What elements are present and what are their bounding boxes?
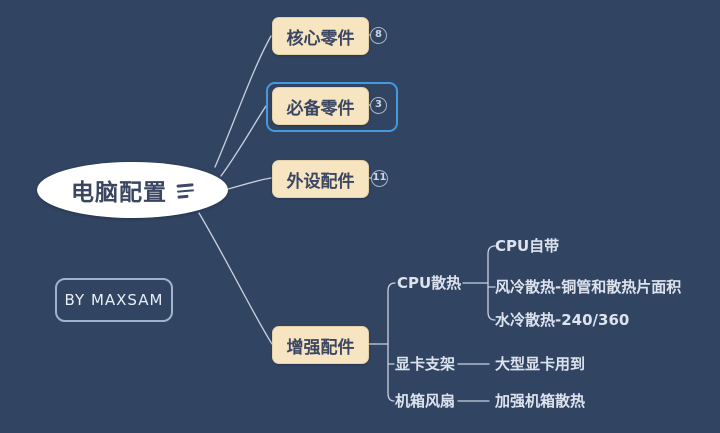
connector-central-must xyxy=(220,105,267,177)
central-topic-label: 电脑配置 xyxy=(71,180,167,206)
topic-air-cooling[interactable]: 风冷散热-铜管和散热片面积 xyxy=(495,278,682,296)
connector-central-enhance xyxy=(198,212,273,345)
floating-topic-author-label: BY MAXSAM xyxy=(64,291,164,309)
topic-peripheral-parts-label: 外设配件 xyxy=(286,171,355,192)
collapse-badge-peripheral[interactable]: 11 xyxy=(371,170,388,187)
topic-case-fan[interactable]: 机箱风扇 xyxy=(395,392,456,410)
connector-central-core xyxy=(214,35,272,168)
floating-topic-author[interactable]: BY MAXSAM xyxy=(55,278,173,322)
topic-core-parts-label: 核心零件 xyxy=(286,28,355,49)
collapse-badge-core[interactable]: 8 xyxy=(370,27,387,44)
topic-peripheral-parts[interactable]: 外设配件 xyxy=(272,160,369,198)
topic-enhance-parts[interactable]: 增强配件 xyxy=(272,326,369,364)
topic-case-cooling-boost[interactable]: 加强机箱散热 xyxy=(495,392,586,410)
topic-must-have-parts[interactable]: 必备零件 xyxy=(272,87,369,125)
selection-outline xyxy=(266,82,398,132)
topic-cpu-cooling[interactable]: CPU散热 xyxy=(397,274,462,292)
connector-enhance-spine xyxy=(387,282,396,402)
connector-central-peripheral xyxy=(227,177,272,190)
topic-must-have-parts-label: 必备零件 xyxy=(286,98,355,119)
topic-water-cooling[interactable]: 水冷散热-240/360 xyxy=(495,311,630,329)
collapse-badge-must-have[interactable]: 3 xyxy=(370,97,387,114)
topic-core-parts[interactable]: 核心零件 xyxy=(272,17,369,55)
topic-enhance-parts-label: 增强配件 xyxy=(286,337,355,358)
connector-cpucool-spine xyxy=(487,245,496,321)
central-topic[interactable]: 电脑配置 xyxy=(37,162,228,218)
topic-large-gpu-use[interactable]: 大型显卡用到 xyxy=(495,355,586,373)
notes-icon xyxy=(176,181,195,202)
topic-gpu-bracket[interactable]: 显卡支架 xyxy=(395,355,456,373)
topic-cpu-stock-cooler[interactable]: CPU自带 xyxy=(495,237,560,255)
